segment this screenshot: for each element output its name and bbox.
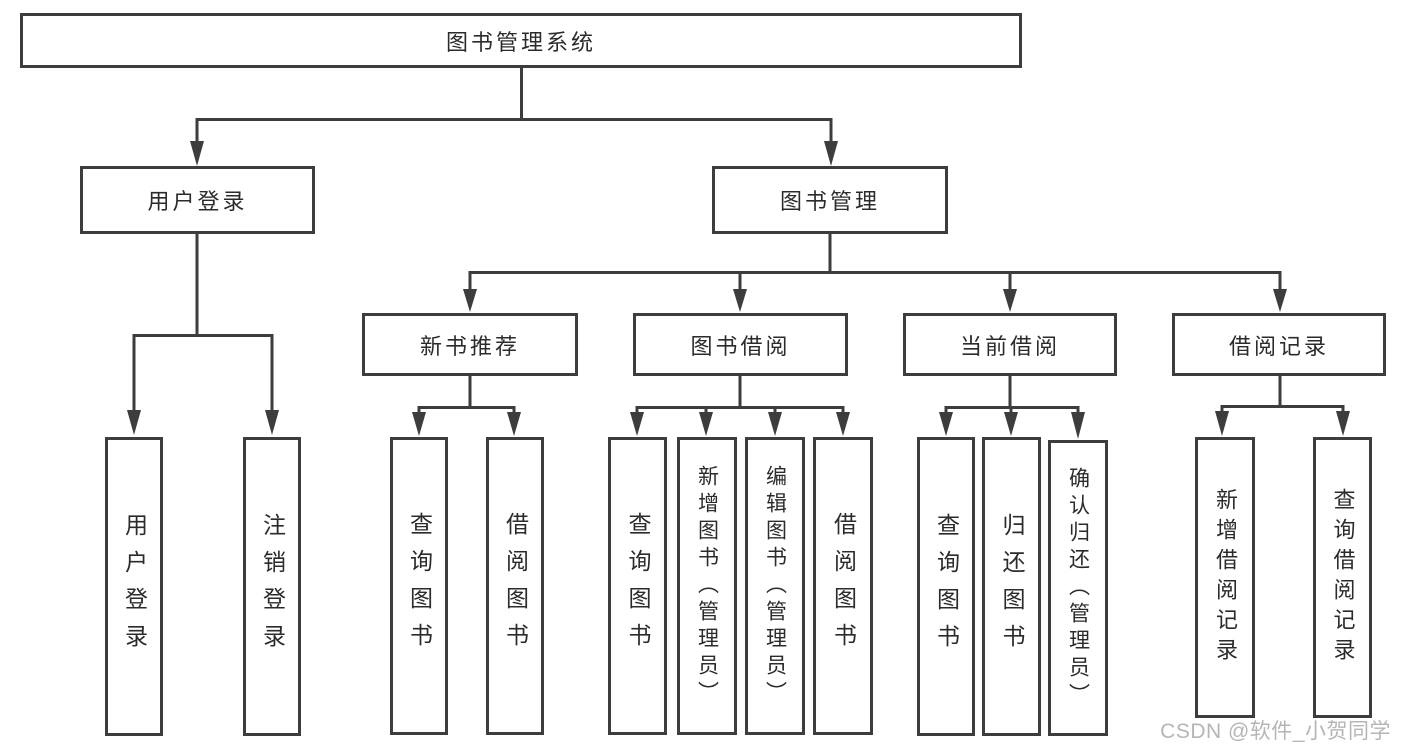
node-current-borrowing: 当前借阅 (903, 313, 1117, 376)
leaf-confirm-return-admin: 确认归还（管理员） (1048, 440, 1108, 736)
node-library-management-system: 图书管理系统 (20, 13, 1022, 68)
watermark: CSDN @软件_小贺同学 (1160, 720, 1391, 743)
leaf-borrow-books: 借阅图书 (813, 437, 873, 735)
leaf-user-login: 用户登录 (105, 437, 163, 736)
leaf-add-book-admin: 新增图书（管理员） (677, 437, 737, 735)
leaf-query-books-current: 查询图书 (917, 437, 975, 736)
leaf-query-borrow-record: 查询借阅记录 (1313, 437, 1372, 718)
node-user-login: 用户登录 (80, 166, 315, 234)
leaf-query-books-borrow: 查询图书 (608, 437, 667, 735)
leaf-return-book: 归还图书 (982, 437, 1041, 736)
leaf-query-books-recommend: 查询图书 (390, 437, 448, 735)
leaf-borrow-books-recommend: 借阅图书 (486, 437, 544, 735)
leaf-edit-book-admin: 编辑图书（管理员） (745, 437, 805, 735)
node-book-borrowing: 图书借阅 (633, 313, 848, 376)
node-book-management: 图书管理 (712, 166, 948, 234)
node-borrowing-records: 借阅记录 (1172, 313, 1386, 376)
node-new-book-recommendation: 新书推荐 (362, 313, 578, 376)
leaf-logout: 注销登录 (243, 437, 301, 736)
leaf-add-borrow-record: 新增借阅记录 (1195, 437, 1255, 718)
